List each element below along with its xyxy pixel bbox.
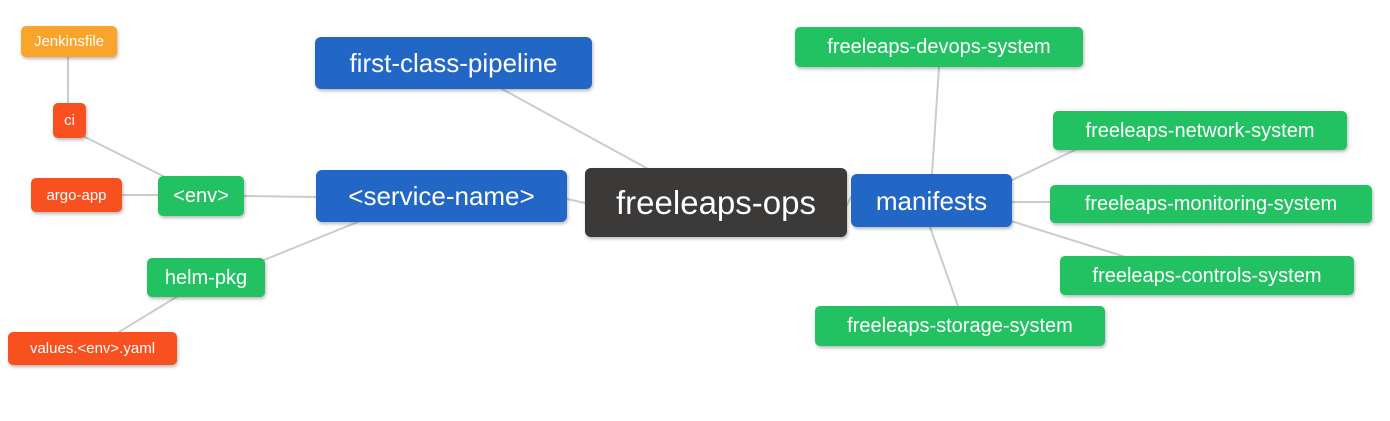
node-helm-pkg[interactable]: helm-pkg xyxy=(147,258,265,297)
edge-ci-env xyxy=(84,136,164,177)
node-controls-system[interactable]: freeleaps-controls-system xyxy=(1060,256,1354,295)
node-ci[interactable]: ci xyxy=(53,103,86,138)
node-storage-system[interactable]: freeleaps-storage-system xyxy=(815,306,1105,346)
node-env[interactable]: <env> xyxy=(158,176,244,216)
node-freeleaps-ops[interactable]: freeleaps-ops xyxy=(585,168,847,237)
edge-freeleaps-ops-manifests xyxy=(846,196,852,206)
node-service-name[interactable]: <service-name> xyxy=(316,170,567,222)
edge-manifests-controls-system xyxy=(1010,220,1130,259)
edge-helm-pkg-service-name xyxy=(263,220,361,261)
node-first-class-pipeline[interactable]: first-class-pipeline xyxy=(315,37,592,89)
node-jenkinsfile[interactable]: Jenkinsfile xyxy=(21,26,117,57)
edge-env-service-name xyxy=(243,195,317,198)
edge-manifests-network-system xyxy=(1011,149,1076,181)
edge-values-env-yaml-helm-pkg xyxy=(118,295,179,333)
node-values-env-yaml[interactable]: values.<env>.yaml xyxy=(8,332,177,365)
node-monitoring-system[interactable]: freeleaps-monitoring-system xyxy=(1050,185,1372,223)
node-argo-app[interactable]: argo-app xyxy=(31,178,122,212)
edge-first-class-pipeline-freeleaps-ops xyxy=(501,88,651,171)
edge-manifests-devops-system xyxy=(931,66,940,175)
node-network-system[interactable]: freeleaps-network-system xyxy=(1053,111,1347,150)
edge-service-name-freeleaps-ops xyxy=(566,198,586,204)
node-manifests[interactable]: manifests xyxy=(851,174,1012,227)
node-devops-system[interactable]: freeleaps-devops-system xyxy=(795,27,1083,67)
edge-manifests-storage-system xyxy=(929,226,959,307)
